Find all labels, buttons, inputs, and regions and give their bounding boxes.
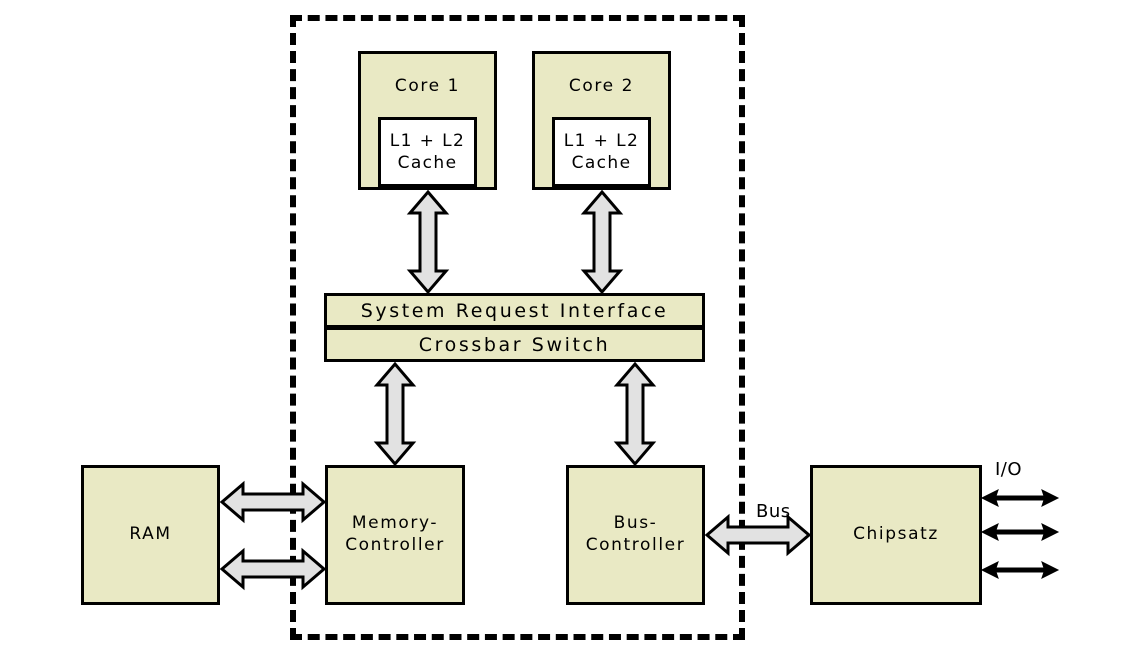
bus-controller-block: Bus- Controller [566, 465, 705, 605]
core-1-cache-line-1: L1 + L2 [389, 130, 466, 151]
arrow-crossbar-to-memory-controller [373, 361, 417, 467]
core-1-title: Core 1 [394, 76, 461, 96]
core-2-cache-block: L1 + L2 Cache [552, 117, 651, 187]
processor-die-boundary [290, 15, 745, 640]
bus-controller-label: Bus- Controller [585, 513, 686, 555]
arrow-bus-controller-to-chipset [704, 513, 812, 557]
core-1-block: Core 1 L1 + L2 Cache [358, 51, 497, 190]
core-2-title: Core 2 [568, 76, 635, 96]
chipset-label: Chipsatz [853, 524, 939, 545]
arrow-core1-to-sri [406, 189, 450, 295]
io-arrow-2 [980, 523, 1060, 541]
arrow-core2-to-sri [580, 189, 624, 295]
ram-label: RAM [129, 524, 172, 545]
ram-block: RAM [81, 465, 220, 605]
arrow-crossbar-to-bus-controller [613, 361, 657, 467]
core-2-cache-line-2: Cache [571, 153, 632, 173]
core-2-block: Core 2 L1 + L2 Cache [532, 51, 671, 190]
arrow-ram-to-memory-controller-lower [219, 547, 327, 591]
core-1-cache-block: L1 + L2 Cache [378, 117, 477, 187]
chipset-block: Chipsatz [810, 465, 982, 605]
bus-label: Bus [756, 501, 791, 522]
memory-controller-label: Memory- Controller [345, 513, 445, 555]
arrow-ram-to-memory-controller-upper [219, 480, 327, 524]
memory-controller-block: Memory- Controller [325, 465, 465, 605]
system-request-interface-label: System Request Interface [360, 299, 669, 322]
core-2-cache-line-1: L1 + L2 [563, 130, 640, 151]
io-arrow-1 [980, 489, 1060, 507]
io-label: I/O [995, 459, 1023, 480]
crossbar-switch-bar: Crossbar Switch [324, 327, 705, 362]
io-arrow-3 [980, 561, 1060, 579]
crossbar-switch-label: Crossbar Switch [418, 333, 611, 356]
system-request-interface-bar: System Request Interface [324, 293, 705, 328]
core-1-cache-line-2: Cache [397, 153, 458, 173]
